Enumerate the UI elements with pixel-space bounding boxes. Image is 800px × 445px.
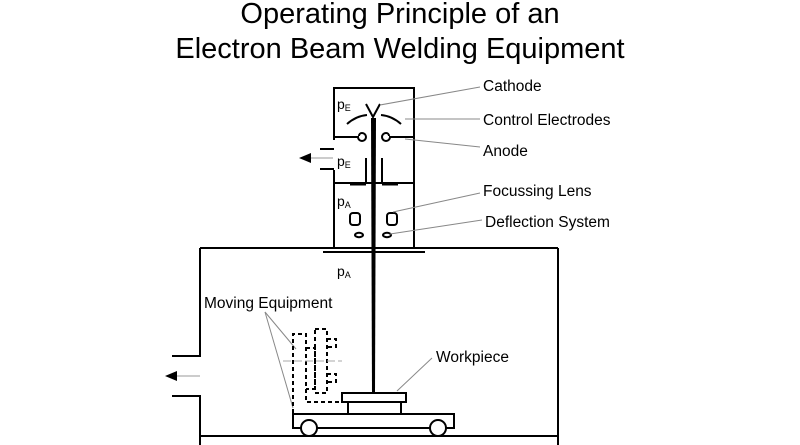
pressure-label: pE [337, 96, 351, 113]
cathode-shape [365, 103, 381, 120]
pressure-label: pA [337, 193, 351, 210]
label-cathode: Cathode [483, 78, 542, 95]
label-workpiece: Workpiece [436, 349, 509, 366]
gun-column [172, 87, 559, 445]
title-line-1: Operating Principle of an [240, 0, 559, 30]
label-focussing-lens: Focussing Lens [483, 183, 592, 200]
pressure-label: pE [337, 153, 351, 170]
label-moving-equipment: Moving Equipment [204, 295, 333, 312]
chamber-exhaust-arrow [165, 371, 200, 381]
label-anode: Anode [483, 143, 528, 160]
electron-beam [371, 118, 376, 393]
moving-equipment [283, 328, 455, 437]
gun-exhaust-arrow [299, 153, 333, 163]
title-line-2: Electron Beam Welding Equipment [175, 33, 624, 65]
label-control-electrodes: Control Electrodes [483, 112, 611, 129]
pressure-label: pA [337, 263, 351, 280]
workpiece [341, 392, 407, 403]
label-deflection-system: Deflection System [485, 214, 610, 231]
leader-lines [264, 86, 483, 409]
